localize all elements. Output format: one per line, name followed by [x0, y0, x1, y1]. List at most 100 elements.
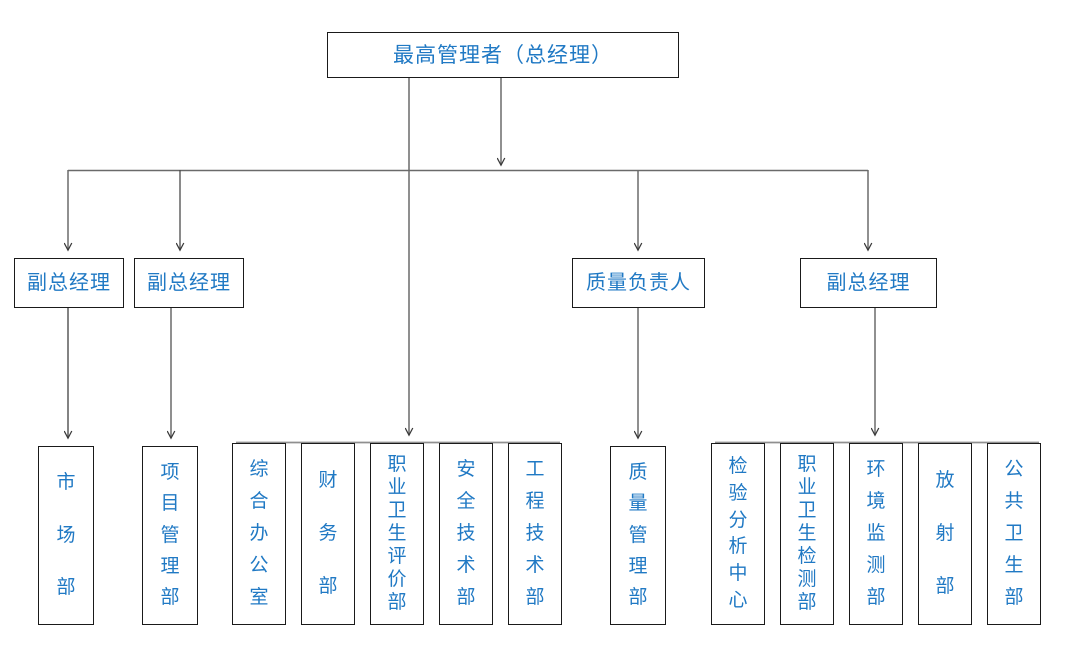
node-dept-safety-technology[interactable]: 安全技术部: [439, 443, 493, 625]
node-label-char: 室: [249, 587, 269, 609]
node-label-char: 项: [160, 461, 180, 483]
node-label: 工程技术部: [509, 454, 561, 614]
node-label-char: 术: [525, 555, 545, 577]
node-label-char: 验: [728, 483, 748, 505]
node-label-char: 环: [866, 459, 886, 481]
node-label-char: 场: [56, 524, 76, 546]
node-label-char: 安: [456, 459, 476, 481]
node-label: 副总经理: [826, 272, 911, 294]
node-label-char: 全: [456, 491, 476, 513]
node-label-char: 管: [628, 524, 648, 546]
node-label-char: 公: [1004, 459, 1024, 481]
node-dept-environmental-monitoring[interactable]: 环境监测部: [849, 443, 903, 625]
node-dept-inspection-analysis-center[interactable]: 检验分析中心: [711, 443, 765, 625]
node-label-char: 卫: [387, 500, 407, 522]
node-label-char: 程: [525, 491, 545, 513]
node-label-char: 价: [387, 568, 407, 590]
node-dept-market[interactable]: 市场部: [38, 446, 94, 625]
node-dept-engineering-technology[interactable]: 工程技术部: [508, 443, 562, 625]
node-vice-general-manager-2[interactable]: 副总经理: [134, 258, 244, 308]
node-label-char: 生: [1004, 555, 1024, 577]
node-dept-radiation[interactable]: 放射部: [918, 443, 972, 625]
node-label-char: 析: [728, 536, 748, 558]
node-label: 项目管理部: [143, 457, 197, 614]
node-label: 公共卫生部: [988, 454, 1040, 614]
node-label-char: 业: [387, 477, 407, 499]
node-label-char: 质: [628, 461, 648, 483]
node-label-char: 检: [728, 456, 748, 478]
node-label-char: 工: [525, 459, 545, 481]
node-label-char: 术: [456, 555, 476, 577]
node-label-char: 部: [935, 576, 955, 598]
node-label: 质量负责人: [586, 272, 691, 294]
node-label: 副总经理: [27, 272, 111, 294]
node-label-char: 综: [249, 459, 269, 481]
node-dept-occupational-health-evaluation[interactable]: 职业卫生评价部: [370, 443, 424, 625]
node-label: 检验分析中心: [712, 454, 764, 614]
node-label-char: 部: [797, 591, 817, 613]
node-label: 综合办公室: [233, 454, 285, 614]
node-label-char: 部: [456, 587, 476, 609]
node-label: 市场部: [39, 457, 93, 614]
node-label-char: 测: [797, 568, 817, 590]
node-label-char: 测: [866, 555, 886, 577]
node-label-char: 公: [249, 555, 269, 577]
node-label-char: 部: [1004, 587, 1024, 609]
node-label-char: 部: [525, 587, 545, 609]
node-label-char: 共: [1004, 491, 1024, 513]
node-dept-occupational-health-testing[interactable]: 职业卫生检测部: [780, 443, 834, 625]
node-vice-general-manager-1[interactable]: 副总经理: [14, 258, 124, 308]
node-label-char: 财: [318, 469, 338, 491]
node-label-char: 理: [628, 555, 648, 577]
node-label-char: 射: [935, 523, 955, 545]
node-label: 最高管理者（总经理）: [393, 42, 613, 67]
node-label-char: 职: [387, 454, 407, 476]
node-label-char: 评: [387, 545, 407, 567]
node-label-char: 部: [628, 587, 648, 609]
node-label-char: 部: [56, 576, 76, 598]
node-dept-finance[interactable]: 财务部: [301, 443, 355, 625]
node-label-char: 量: [628, 493, 648, 515]
node-label: 副总经理: [147, 272, 231, 294]
node-label-char: 生: [797, 522, 817, 544]
node-dept-public-health[interactable]: 公共卫生部: [987, 443, 1041, 625]
node-label-char: 务: [318, 523, 338, 545]
node-label: 职业卫生评价部: [371, 454, 423, 614]
node-label-char: 目: [160, 493, 180, 515]
node-label-char: 管: [160, 524, 180, 546]
node-label-char: 部: [160, 587, 180, 609]
node-quality-manager[interactable]: 质量负责人: [572, 258, 705, 308]
node-dept-project-management[interactable]: 项目管理部: [142, 446, 198, 625]
node-label-char: 中: [728, 562, 748, 584]
node-label-char: 理: [160, 555, 180, 577]
node-label: 环境监测部: [850, 454, 902, 614]
node-label-char: 技: [525, 523, 545, 545]
node-label-char: 生: [387, 522, 407, 544]
node-label-char: 卫: [1004, 523, 1024, 545]
node-label-char: 监: [866, 523, 886, 545]
node-vice-general-manager-3[interactable]: 副总经理: [800, 258, 937, 308]
node-label-char: 合: [249, 491, 269, 513]
node-label-char: 办: [249, 523, 269, 545]
node-label-char: 市: [56, 472, 76, 494]
node-label-char: 检: [797, 545, 817, 567]
node-label: 放射部: [919, 454, 971, 614]
node-dept-general-office[interactable]: 综合办公室: [232, 443, 286, 625]
node-label-char: 业: [797, 477, 817, 499]
node-top-manager[interactable]: 最高管理者（总经理）: [327, 32, 679, 78]
node-label: 职业卫生检测部: [781, 454, 833, 614]
node-label-char: 卫: [797, 500, 817, 522]
node-label-char: 境: [866, 491, 886, 513]
node-label-char: 部: [866, 587, 886, 609]
node-label-char: 分: [728, 509, 748, 531]
node-label: 安全技术部: [440, 454, 492, 614]
node-label-char: 部: [318, 576, 338, 598]
node-label-char: 放: [935, 469, 955, 491]
node-label-char: 心: [728, 589, 748, 611]
node-label-char: 部: [387, 591, 407, 613]
node-dept-quality-management[interactable]: 质量管理部: [610, 446, 666, 625]
node-label: 质量管理部: [611, 457, 665, 614]
node-label: 财务部: [302, 454, 354, 614]
